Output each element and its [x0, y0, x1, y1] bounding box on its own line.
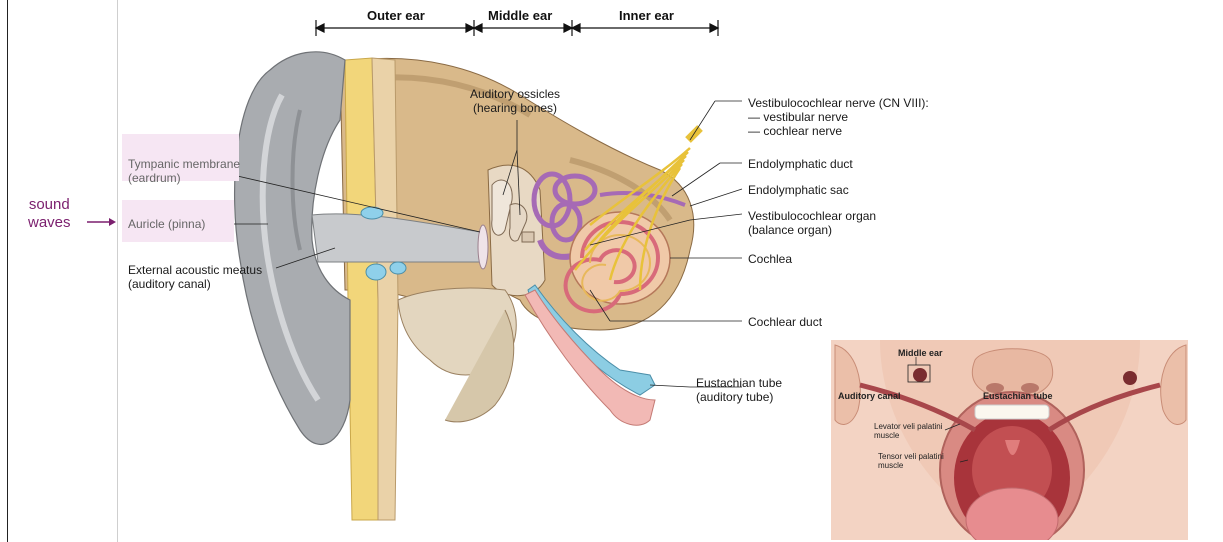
inset-label-levator: Levator veli palatini muscle [874, 422, 942, 440]
inset-label-tensor: Tensor veli palatini muscle [878, 452, 944, 470]
inset-label-auditory-canal: Auditory canal [838, 392, 901, 401]
inset-label-middle-ear: Middle ear [898, 349, 943, 358]
inset-label-eustachian-tube: Eustachian tube [983, 392, 1053, 401]
